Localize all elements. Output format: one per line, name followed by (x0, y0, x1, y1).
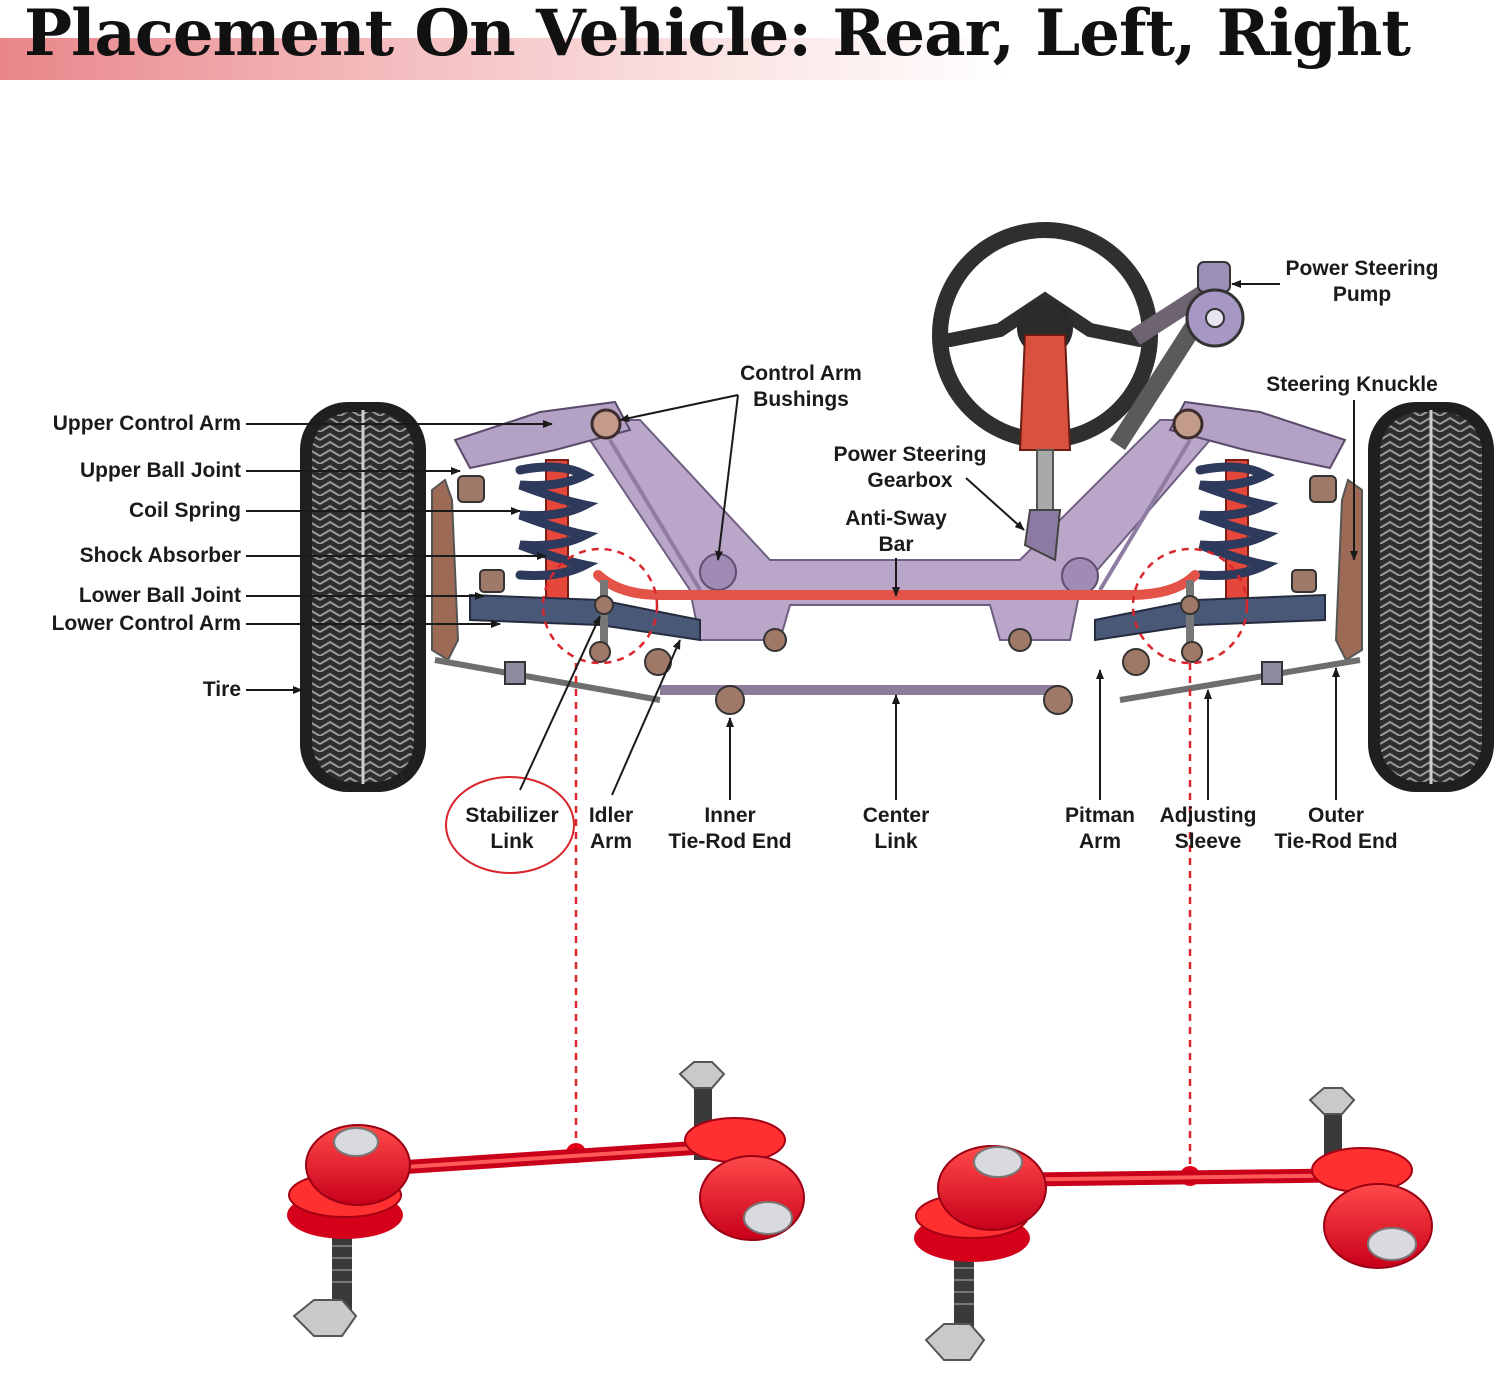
label-pitman-arm-line2: Arm (1078, 830, 1122, 853)
title-highlight-band (0, 38, 1010, 80)
label-power-steering-gearbox-line1: Power Steering (833, 443, 987, 466)
label-power-steering-gearbox-line2: Gearbox (867, 469, 953, 492)
label-outer-tie-rod-end-line1: Outer (1307, 804, 1365, 827)
left-lower-ball-joint (479, 569, 505, 593)
label-power-steering-pump-line2: Pump (1332, 283, 1392, 306)
page-title: Placement On Vehicle: Rear, Left, Right (24, 0, 1411, 71)
label-anti-sway-bar-line2: Bar (878, 533, 914, 556)
label-power-steering-pump-line1: Power Steering (1285, 257, 1439, 280)
left-coil-spring (515, 459, 599, 601)
left-lower-control-arm (469, 593, 701, 642)
label-stabilizer-link-line1: Stabilizer (465, 804, 559, 827)
label-anti-sway-bar-line1: Anti-Sway (845, 507, 947, 530)
left-bushing (590, 408, 622, 440)
right-steering-knuckle (1334, 478, 1363, 662)
power-steering-pump (1110, 261, 1245, 450)
label-control-arm-bushings-line1: Control Arm (740, 362, 862, 385)
steering-column (1018, 334, 1072, 562)
label-coil-spring: Coil Spring (129, 499, 241, 522)
leader-lines (246, 280, 1358, 800)
label-lower-ball-joint: Lower Ball Joint (78, 584, 241, 607)
product-stabilizer-link-left (287, 1061, 805, 1337)
left-stabilizer-link (589, 580, 614, 663)
right-upper-control-arm (1168, 400, 1347, 470)
label-stabilizer-link-line2: Link (490, 830, 534, 853)
right-lower-ball-joint (1291, 569, 1317, 593)
label-adjusting-sleeve-line1: Adjusting (1159, 804, 1257, 827)
label-center-link-line2: Link (874, 830, 918, 853)
stabilizer-highlight (541, 547, 1249, 1170)
left-upper-control-arm (453, 400, 632, 470)
label-lower-control-arm: Lower Control Arm (51, 612, 241, 635)
label-steering-knuckle: Steering Knuckle (1266, 373, 1438, 396)
left-steering-knuckle (431, 478, 460, 662)
right-tire (1368, 402, 1494, 792)
label-adjusting-sleeve-line2: Sleeve (1174, 830, 1242, 853)
label-shock-absorber: Shock Absorber (79, 544, 241, 567)
label-pitman-arm-line1: Pitman (1064, 804, 1136, 827)
left-upper-ball-joint (457, 475, 485, 503)
label-idler-arm-line2: Arm (589, 830, 633, 853)
label-upper-control-arm: Upper Control Arm (52, 412, 241, 435)
stabilizer-label-highlight (445, 776, 575, 874)
right-upper-ball-joint (1309, 475, 1337, 503)
product-stabilizer-link-right (914, 1087, 1433, 1361)
label-idler-arm-line1: Idler (588, 804, 634, 827)
label-center-link-line1: Center (862, 804, 930, 827)
right-coil-spring (1195, 459, 1279, 601)
label-outer-tie-rod-end-line2: Tie-Rod End (1274, 830, 1398, 853)
right-bushing (1172, 408, 1204, 440)
label-control-arm-bushings-line2: Bushings (753, 388, 849, 411)
right-stabilizer-link (1180, 580, 1203, 663)
label-tire: Tire (202, 678, 241, 701)
label-inner-tie-rod-end-line1: Inner (704, 804, 756, 827)
label-inner-tie-rod-end-line2: Tie-Rod End (668, 830, 792, 853)
right-lower-control-arm (1094, 593, 1326, 642)
label-upper-ball-joint: Upper Ball Joint (79, 459, 241, 482)
steering-linkage (434, 628, 1361, 715)
